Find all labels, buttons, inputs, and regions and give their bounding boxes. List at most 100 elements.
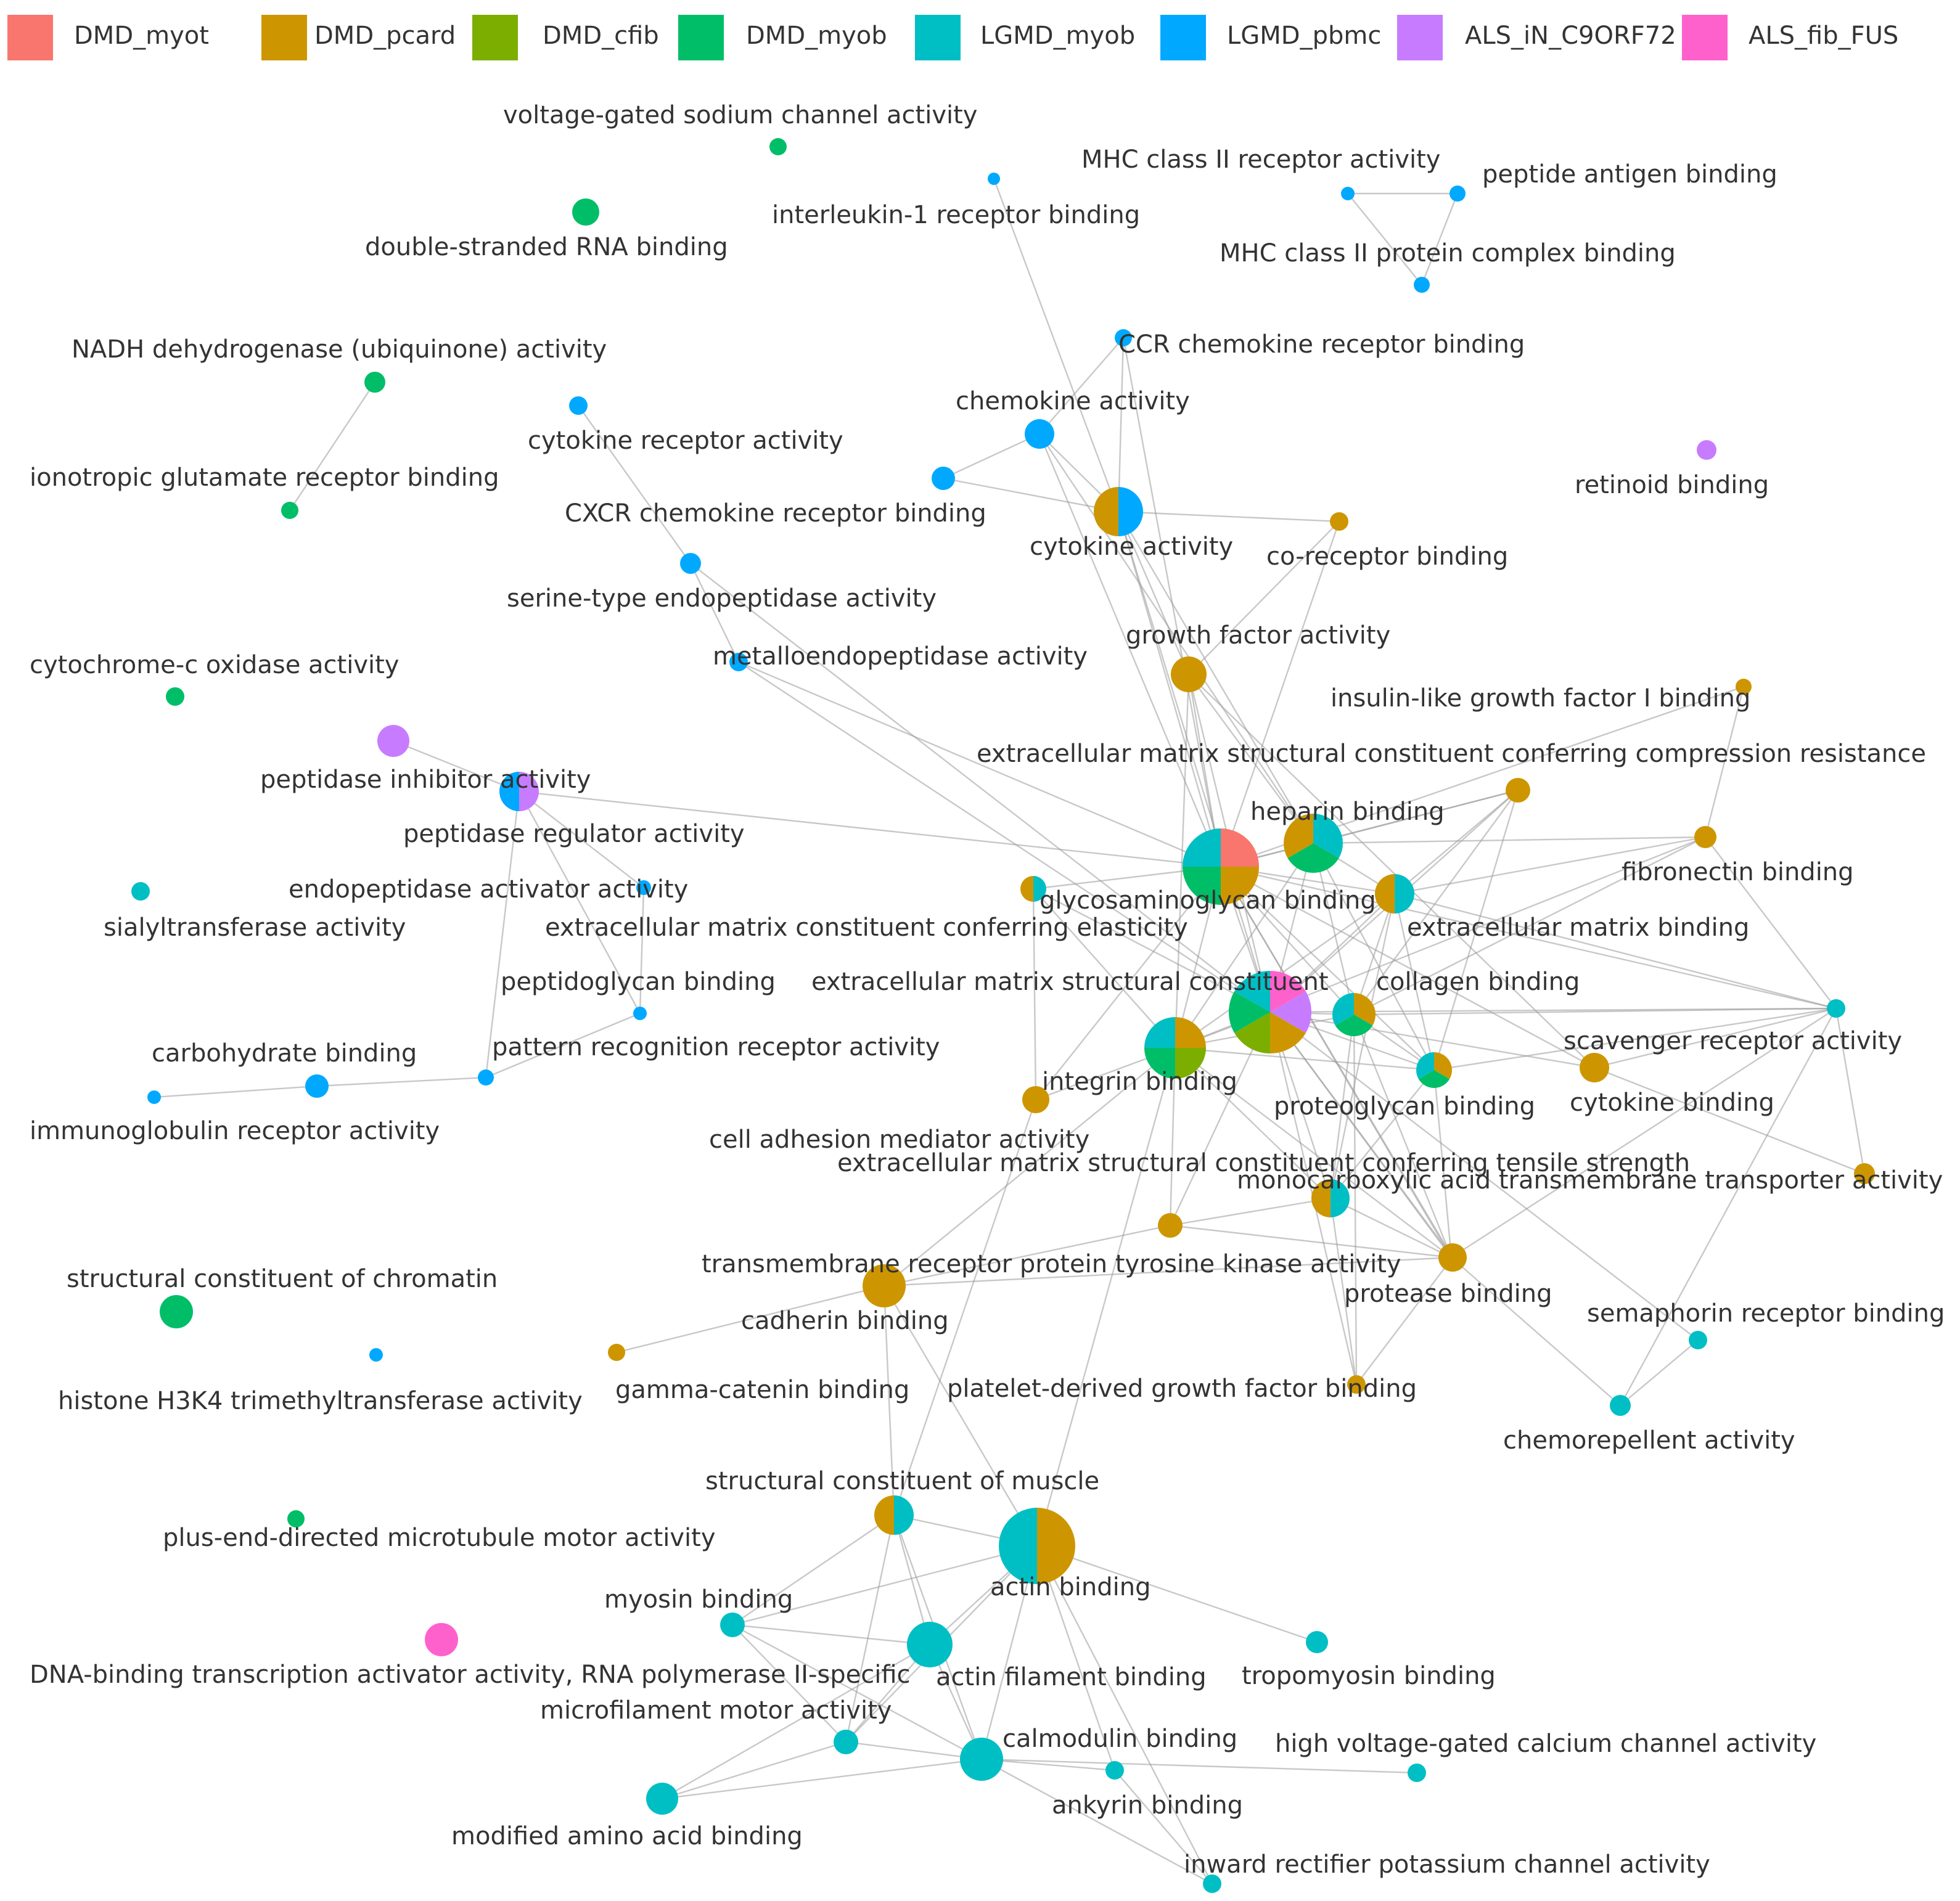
- node-cytokine-binding: [1580, 1053, 1609, 1082]
- network-edge: [1117, 511, 1222, 867]
- network-edge: [1329, 1014, 1355, 1199]
- node-voltage-gated-sodium-channel-activity: [769, 138, 787, 155]
- node-slice: [633, 1007, 647, 1020]
- network-edge: [732, 1624, 982, 1760]
- legend-label-lgmd-pbmc: LGMD_pbmc: [1227, 22, 1382, 50]
- node-label-plus-end-directed-microtubule-motor-activity: plus-end-directed microtubule motor acti…: [163, 1524, 716, 1552]
- node-label-pattern-recognition-receptor-activity: pattern recognition receptor activity: [492, 1033, 940, 1061]
- node-slice: [988, 173, 1000, 185]
- network-edge: [1035, 866, 1221, 1100]
- node-slice: [1025, 419, 1054, 449]
- node-slice: [1449, 186, 1466, 202]
- network-edge: [1347, 193, 1422, 285]
- node-endopeptidase-activator-activity: [636, 880, 651, 895]
- node-transmembrane-receptor-protein-tyrosine-kinase-activity: [1438, 1243, 1467, 1272]
- node-slice: [1175, 1017, 1206, 1048]
- network-edge: [289, 382, 375, 511]
- node-cytokine-activity: [1094, 487, 1143, 536]
- node-label-serine-type-endopeptidase-activity: serine-type endopeptidase activity: [507, 584, 937, 613]
- node-label-ionotropic-glutamate-receptor-binding: ionotropic glutamate receptor binding: [30, 464, 499, 492]
- node-label-co-receptor-binding: co-receptor binding: [1266, 542, 1508, 571]
- node-label-collagen-binding: collagen binding: [1376, 968, 1580, 996]
- network-edge: [662, 1643, 930, 1800]
- network-edge: [1175, 1047, 1452, 1258]
- node-slice: [680, 553, 701, 574]
- network-edge: [732, 1515, 895, 1625]
- node-slice: [1697, 440, 1716, 460]
- network-edge: [1188, 521, 1340, 675]
- network-edge: [1117, 337, 1125, 512]
- network-edge: [1353, 790, 1519, 1015]
- node-label-chemorepellent-activity: chemorepellent activity: [1503, 1426, 1795, 1455]
- node-label-nadh-dehydrogenase-ubiquinone-activity: NADH dehydrogenase (ubiquinone) activity: [72, 335, 607, 364]
- network-edge: [1329, 893, 1396, 1199]
- network-edge: [1421, 193, 1459, 285]
- node-label-peptidoglycan-binding: peptidoglycan binding: [501, 968, 776, 996]
- network-edge: [1188, 674, 1595, 1068]
- node-slice: [1375, 874, 1395, 914]
- network-edge: [1594, 1007, 1837, 1069]
- node-slice: [1105, 1761, 1124, 1780]
- network-edge: [845, 1741, 982, 1760]
- node-structural-constituent-of-chromatin: [160, 1295, 193, 1328]
- node-label-semaphorin-receptor-binding: semaphorin receptor binding: [1587, 1299, 1945, 1328]
- node-carbohydrate-binding: [305, 1074, 329, 1098]
- network-edge: [883, 1285, 895, 1516]
- network-edge: [732, 1545, 1038, 1626]
- node-extracellular-matrix-structural-constituent: [1228, 971, 1311, 1053]
- node-slice: [960, 1738, 1003, 1781]
- node-gamma-catenin-binding: [608, 1344, 625, 1361]
- legend-label-dmd-myob: DMD_myob: [746, 22, 887, 50]
- node-slice: [1022, 1086, 1049, 1113]
- network-edge: [1036, 1545, 1116, 1771]
- network-edge: [883, 1285, 1038, 1547]
- node-label-extracellular-matrix-constituent-conferring-elasticity: extracellular matrix constituent conferr…: [545, 914, 1188, 942]
- node-ankyrin-binding: [1105, 1761, 1124, 1780]
- node-slice: [636, 880, 651, 895]
- network-edge: [662, 1741, 847, 1800]
- node-chemokine-activity: [1025, 419, 1054, 449]
- network-edge: [1188, 674, 1314, 844]
- node-slice: [369, 1348, 383, 1362]
- network-edge: [1330, 1069, 1435, 1199]
- node-slice: [1270, 971, 1306, 1012]
- node-label-high-voltage-gated-calcium-channel-activity: high voltage-gated calcium channel activ…: [1275, 1730, 1816, 1758]
- network-edge: [1704, 686, 1745, 838]
- node-retinoid-binding: [1697, 440, 1716, 460]
- network-edge: [943, 477, 1119, 513]
- node-slice: [1854, 1163, 1875, 1184]
- node-label-chemokine-activity: chemokine activity: [956, 387, 1190, 415]
- network-edge: [1036, 1545, 1318, 1643]
- legend-swatch-dmd-myot: [7, 15, 53, 60]
- network-edge: [1433, 790, 1519, 1071]
- node-label-actin-binding: actin binding: [990, 1573, 1150, 1601]
- network-edge: [578, 405, 691, 564]
- node-slice: [863, 1264, 906, 1307]
- node-label-cytokine-activity: cytokine activity: [1030, 533, 1233, 561]
- network-edge: [732, 1624, 930, 1646]
- node-slice: [160, 1295, 193, 1328]
- node-slice: [1118, 487, 1143, 536]
- node-slice: [1221, 828, 1259, 867]
- node-dna-binding-transcription-activator-activity-rna-polymerase-ii-specific: [425, 1623, 458, 1656]
- node-label-inward-rectifier-potassium-channel-activity: inward rectifier potassium channel activ…: [1184, 1850, 1710, 1879]
- legend-swatch-lgmd-myob: [915, 15, 961, 60]
- node-label-integrin-binding: integrin binding: [1042, 1068, 1237, 1096]
- network-edge: [1038, 433, 1222, 867]
- network-edge: [981, 1758, 1115, 1772]
- network-edge: [1394, 836, 1706, 895]
- node-serine-type-endopeptidase-activity: [680, 553, 701, 574]
- network-edge: [1451, 1007, 1837, 1259]
- network-edge: [485, 1012, 641, 1079]
- network-edge: [1353, 1007, 1837, 1016]
- node-slice: [287, 1510, 305, 1527]
- node-label-peptidase-regulator-activity: peptidase regulator activity: [403, 820, 745, 848]
- node-label-cytochrome-c-oxidase-activity: cytochrome-c oxidase activity: [30, 651, 399, 679]
- node-slice: [569, 396, 588, 415]
- node-integrin-binding: [1144, 1017, 1206, 1079]
- node-high-voltage-gated-calcium-channel-activity: [1408, 1764, 1426, 1782]
- node-label-modified-amino-acid-binding: modified amino acid binding: [451, 1822, 803, 1850]
- network-edge: [1039, 337, 1124, 435]
- node-slice: [1221, 867, 1259, 905]
